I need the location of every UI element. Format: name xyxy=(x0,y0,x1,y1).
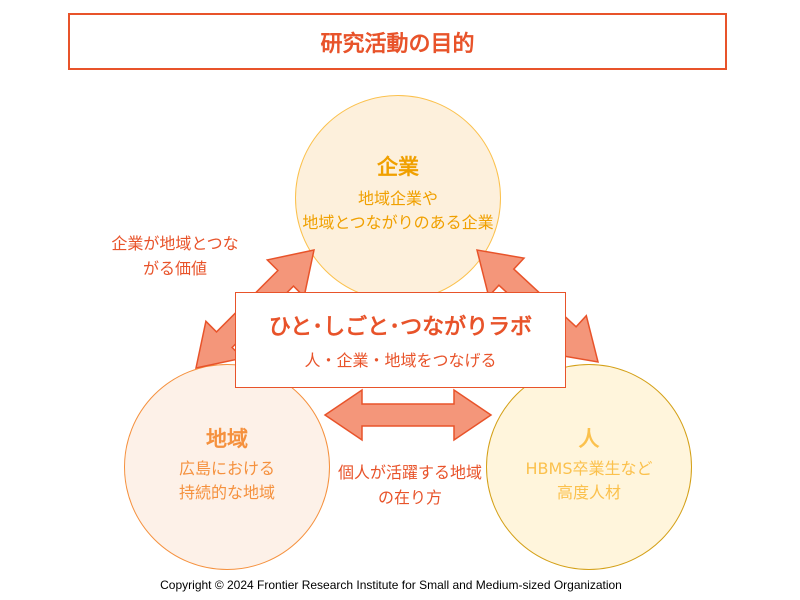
label-line: 個人が活躍する地域 xyxy=(337,463,482,482)
label-line: がる価値 xyxy=(142,259,207,278)
region-desc-line: 広島における xyxy=(178,459,275,478)
company-desc-line: 地域企業や xyxy=(357,189,438,208)
people-desc-line: HBMS卒業生など xyxy=(525,459,653,478)
page-title-text: 研究活動の目的 xyxy=(320,31,475,57)
page-title: 研究活動の目的 xyxy=(68,13,727,70)
label-region-people: 個人が活躍する地域 の在り方 xyxy=(318,460,502,510)
copyright-footer: Copyright © 2024 Frontier Research Insti… xyxy=(160,578,622,592)
region-title: 地域 xyxy=(206,427,248,451)
company-title: 企業 xyxy=(377,155,419,179)
people-title: 人 xyxy=(578,427,600,451)
circle-company: 企業 地域企業や 地域とつながりのある企業 xyxy=(295,95,501,301)
circle-people: 人 HBMS卒業生など 高度人材 xyxy=(486,364,692,570)
people-desc-line: 高度人材 xyxy=(556,483,621,502)
company-desc-line: 地域とつながりのある企業 xyxy=(302,213,494,232)
lab-subtitle: 人・企業・地域をつなげる xyxy=(304,351,497,370)
label-line: 企業が地域とつな xyxy=(111,234,239,253)
center-lab-box: ひと･しごと･つながりラボ 人・企業・地域をつなげる xyxy=(235,292,566,388)
lab-title: ひと･しごと･つながりラボ xyxy=(268,315,533,340)
label-company-region: 企業が地域とつな がる価値 xyxy=(95,231,255,281)
people-desc: HBMS卒業生など 高度人材 xyxy=(526,457,653,505)
region-desc: 広島における 持続的な地域 xyxy=(179,457,275,505)
company-desc: 地域企業や 地域とつながりのある企業 xyxy=(302,187,493,235)
region-desc-line: 持続的な地域 xyxy=(178,483,275,502)
double-arrow-region-people xyxy=(323,388,493,442)
label-line: の在り方 xyxy=(377,488,442,507)
circle-region: 地域 広島における 持続的な地域 xyxy=(124,364,330,570)
